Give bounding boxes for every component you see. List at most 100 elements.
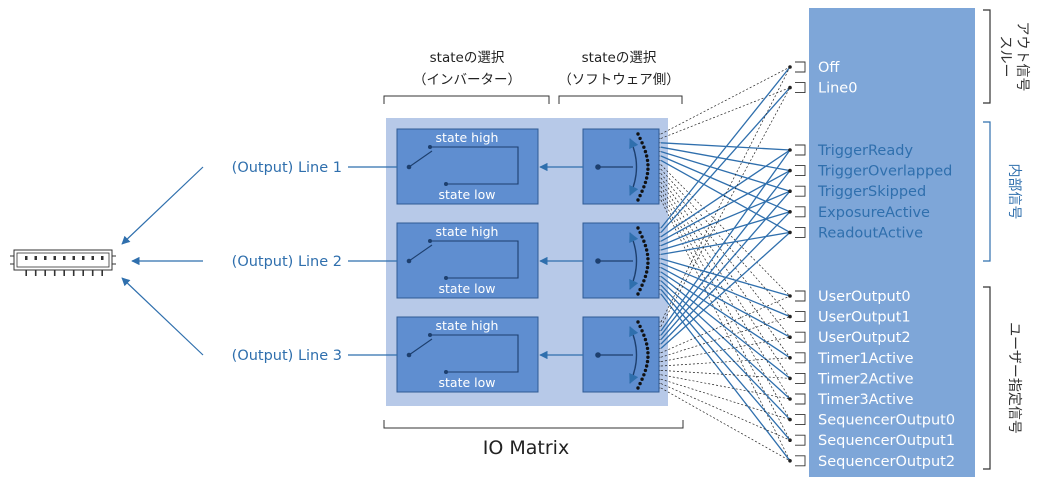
signal-port: [795, 331, 806, 343]
switch-pivot: [406, 164, 412, 170]
selector-contact: [642, 333, 646, 337]
selector-contact: [640, 329, 644, 333]
inverter-header-line1: stateの選択: [430, 50, 505, 66]
signal-label: TriggerReady: [817, 143, 913, 159]
connector-pin: [82, 256, 85, 260]
connector-pin: [25, 256, 28, 260]
signal-node: [788, 148, 792, 152]
group-bracket: [983, 121, 991, 262]
signal-port: [795, 61, 806, 73]
signal-wire: [660, 146, 791, 172]
signal-label: Timer2Active: [817, 371, 914, 387]
selector-contact: [646, 167, 650, 171]
selector-contact: [643, 243, 648, 248]
signal-wire: [660, 159, 791, 233]
inverter-switch: [408, 244, 433, 262]
signal-label: UserOutput2: [818, 330, 911, 346]
selector-contact: [640, 283, 644, 287]
signal-wire: [660, 336, 791, 362]
signal-port: [795, 206, 806, 218]
selector-contact: [645, 265, 650, 270]
output-label: (Output) Line 2: [232, 254, 342, 270]
inverter-switch: [408, 150, 433, 168]
connector-pin: [34, 256, 37, 260]
signal-label: Off: [818, 60, 840, 76]
selector-contact: [644, 248, 649, 252]
signal-label: SequencerOutput2: [818, 454, 955, 470]
signal-wire: [660, 66, 791, 135]
inverter-switch: [408, 338, 433, 356]
signal-port: [795, 434, 806, 446]
selector-contact: [642, 239, 646, 243]
selector-contact: [636, 386, 640, 390]
signal-port: [795, 82, 806, 94]
selector-contact: [645, 171, 650, 176]
selector-contact: [636, 198, 640, 202]
inverter-block: [396, 316, 539, 393]
selector-contact: [645, 252, 650, 257]
signal-node: [788, 210, 792, 214]
selector-contact: [643, 274, 648, 279]
selector-contact: [644, 176, 649, 180]
signal-node: [788, 397, 792, 401]
state-low-label: state low: [439, 375, 496, 390]
signal-node: [788, 230, 792, 235]
signal-node: [788, 459, 792, 463]
selector-contact: [636, 320, 640, 324]
selector-contact: [638, 381, 642, 386]
switch-pivot: [406, 258, 412, 264]
signal-wire: [660, 87, 791, 139]
selector-contact: [643, 368, 648, 373]
selector-contact: [642, 145, 646, 149]
selector-contact: [646, 163, 650, 167]
signal-wire: [660, 150, 791, 192]
inverter-block: [396, 128, 539, 205]
connector-pin: [44, 256, 47, 260]
inverter-header-line2: （インバーター）: [413, 72, 521, 88]
selector-contact: [638, 136, 642, 141]
selector-contact: [645, 346, 650, 351]
connector-pin: [53, 256, 56, 260]
selector-contact: [644, 270, 649, 274]
group-label: ユーザー指定信号: [1006, 322, 1022, 434]
signal-port: [795, 185, 806, 197]
selector-contact: [640, 141, 644, 145]
software-header-line2: （ソフトウェア側）: [558, 72, 680, 88]
signal-port: [795, 372, 806, 384]
connector-pin: [72, 256, 75, 260]
switch-contact: [428, 145, 432, 149]
signal-node: [788, 168, 792, 173]
signal-wire: [660, 170, 791, 242]
signal-wire: [660, 142, 791, 151]
signal-label: Line0: [818, 81, 857, 97]
selector-arrow: [629, 326, 639, 384]
signal-port: [795, 414, 806, 426]
signal-label: Timer3Active: [817, 392, 914, 408]
signal-wire: [660, 357, 791, 367]
output-label: (Output) Line 3: [232, 348, 342, 364]
signal-port: [795, 144, 806, 156]
signal-node: [788, 314, 792, 319]
selector-contact: [646, 355, 650, 359]
signal-wire: [660, 173, 791, 338]
signal-wire: [660, 275, 791, 379]
signal-wire: [660, 149, 791, 238]
signal-wire: [660, 295, 791, 354]
signal-port: [795, 226, 806, 238]
group-label: アウト信号: [1014, 22, 1030, 92]
signal-wire: [660, 387, 791, 462]
signal-wire: [660, 190, 791, 247]
selector-contact: [644, 154, 649, 158]
selector-contact: [643, 180, 648, 185]
signal-node: [788, 335, 792, 340]
signal-node: [788, 189, 792, 193]
signal-port: [795, 352, 806, 364]
selector-arrow: [629, 232, 639, 290]
selector-contact: [638, 324, 642, 329]
io-matrix-label: IO Matrix: [483, 437, 569, 459]
signal-wire: [660, 231, 791, 349]
signal-port: [795, 393, 806, 405]
io-matrix-bracket: [383, 420, 684, 429]
selector-contact: [638, 287, 642, 292]
connector-arrow: [121, 166, 204, 245]
